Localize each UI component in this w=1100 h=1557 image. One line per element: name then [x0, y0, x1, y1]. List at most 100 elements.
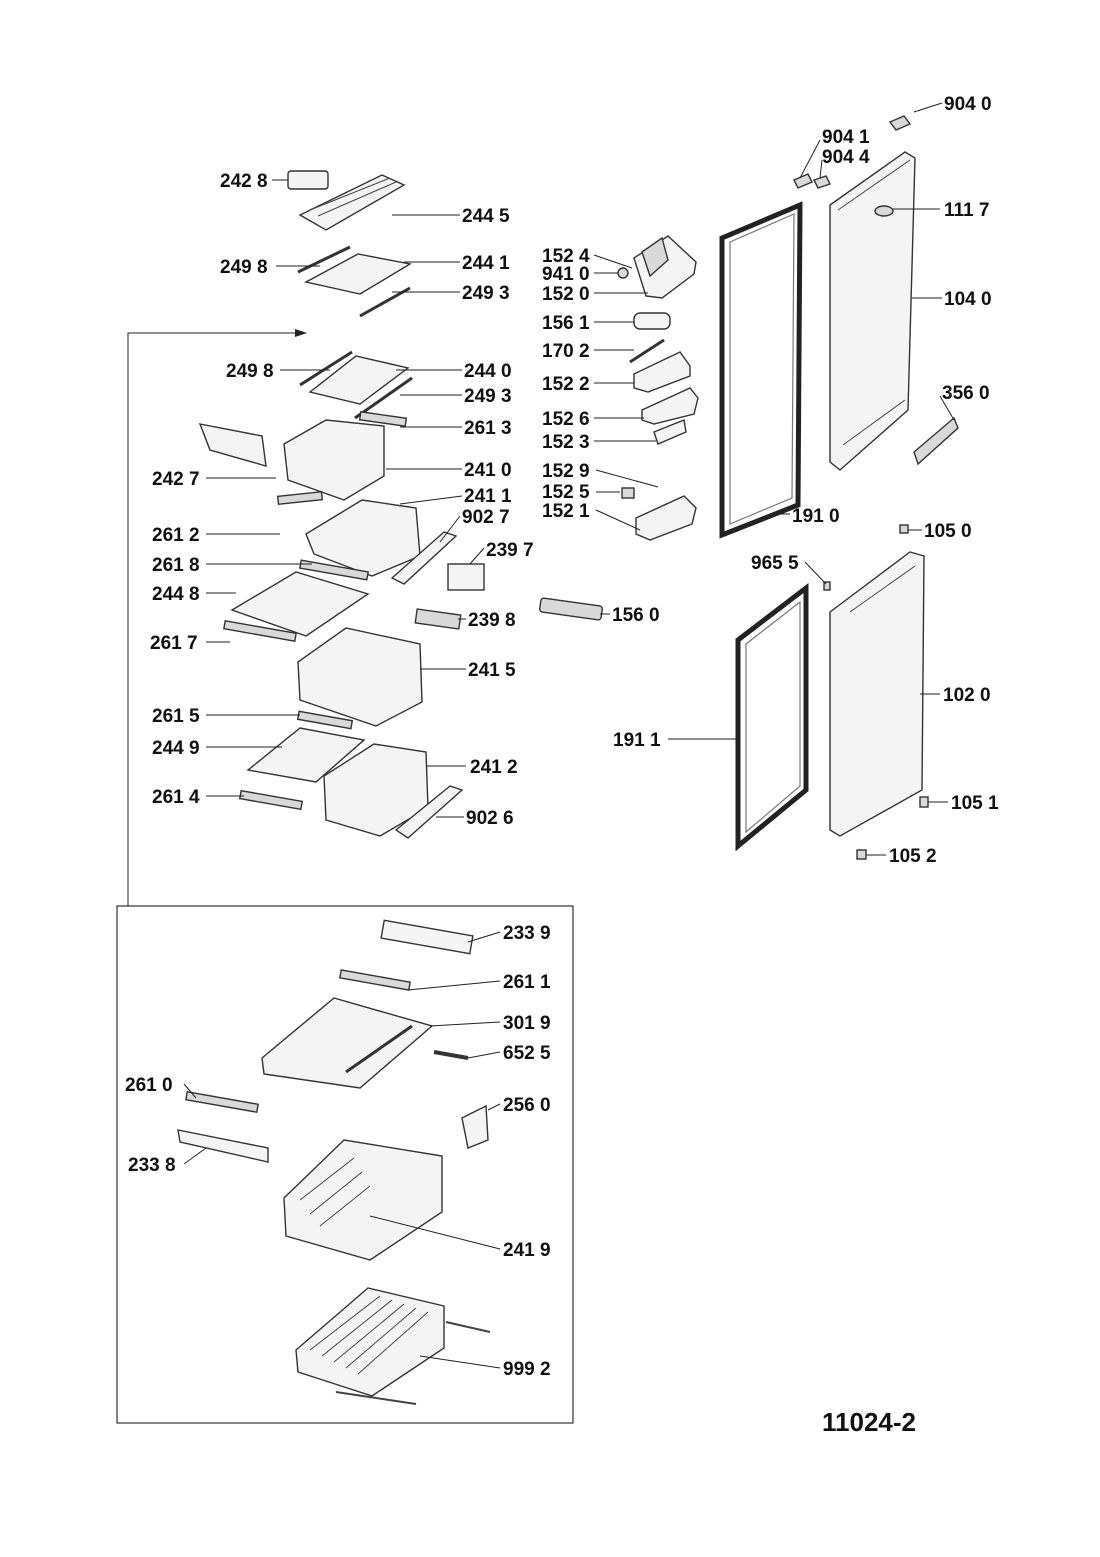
callout-239-7: 239 7 — [486, 540, 534, 561]
lower-door-group — [735, 524, 929, 860]
callout-191-0: 191 0 — [792, 506, 840, 527]
shelf-152-2 — [633, 351, 691, 393]
callout-241-5: 241 5 — [468, 660, 516, 681]
egg-tray-156-1 — [633, 312, 671, 330]
callout-233-8: 233 8 — [128, 1155, 176, 1176]
rail-233-8 — [177, 1129, 269, 1163]
callout-261-3: 261 3 — [464, 418, 512, 439]
callout-244-9: 244 9 — [152, 738, 200, 759]
hinge-904-4 — [813, 175, 831, 189]
hinge-904-0 — [888, 115, 912, 131]
shelf-152-3 — [653, 419, 687, 445]
callout-249-8-a: 249 8 — [220, 257, 268, 278]
leader-lines — [183, 102, 955, 1369]
rail-261-4 — [238, 789, 304, 811]
trim-strip-356-0 — [913, 416, 959, 466]
door-shelves-group — [539, 235, 699, 621]
glass-shelf-244-1 — [304, 253, 412, 295]
basket-999-2 — [295, 1287, 445, 1397]
rod-652-5 — [433, 1050, 469, 1060]
callout-242-7: 242 7 — [152, 469, 200, 490]
drawer-241-5 — [297, 627, 423, 727]
rail-261-0 — [185, 1090, 259, 1114]
callout-156-0: 156 0 — [612, 605, 660, 626]
callout-102-0: 102 0 — [943, 685, 991, 706]
shelf-244-9 — [246, 727, 366, 783]
hinge-904-1 — [793, 173, 813, 189]
rail-233-9 — [380, 919, 474, 955]
callout-152-2: 152 2 — [542, 374, 590, 395]
shelf-152-0 — [633, 235, 697, 299]
callout-152-1: 152 1 — [542, 501, 590, 522]
callout-170-2: 170 2 — [542, 341, 590, 362]
part-965-5 — [823, 581, 831, 591]
callout-156-1: 156 1 — [542, 313, 590, 334]
callout-104-0: 104 0 — [944, 289, 992, 310]
drawer-241-0 — [283, 419, 385, 501]
part-105-1 — [919, 796, 929, 808]
callout-261-1: 261 1 — [503, 972, 551, 993]
callout-902-7: 902 7 — [462, 507, 510, 528]
callout-105-2: 105 2 — [889, 846, 937, 867]
trim-902-6 — [394, 785, 464, 839]
glass-shelf-244-0 — [308, 355, 410, 405]
callout-999-2: 999 2 — [503, 1359, 551, 1380]
callout-904-0: 904 0 — [944, 94, 992, 115]
callout-904-1: 904 1 — [822, 127, 870, 148]
inset-connector-line — [127, 329, 307, 906]
upper-door-panel — [829, 151, 916, 471]
fridge-interior-group — [198, 170, 485, 839]
trim-902-7 — [390, 531, 458, 585]
callout-241-9: 241 9 — [503, 1240, 551, 1261]
rail-261-1 — [339, 969, 411, 991]
callout-152-0: 152 0 — [542, 284, 590, 305]
part-105-2 — [856, 849, 867, 860]
callout-152-6: 152 6 — [542, 409, 590, 430]
shelf-152-4 — [641, 236, 669, 278]
callout-904-4: 904 4 — [822, 147, 870, 168]
cover-301-9 — [261, 997, 434, 1089]
callout-256-0: 256 0 — [503, 1095, 551, 1116]
rail-261-3 — [358, 411, 408, 427]
rail-261-2 — [276, 490, 324, 506]
drawing-number: 11024-2 — [822, 1407, 916, 1437]
callout-261-8: 261 8 — [152, 555, 200, 576]
callout-301-9: 301 9 — [503, 1013, 551, 1034]
upper-door-gasket — [719, 201, 803, 539]
rod-170-2 — [629, 338, 665, 364]
shelf-152-1 — [635, 495, 697, 541]
part-256-0 — [461, 1104, 489, 1149]
callout-261-2: 261 2 — [152, 525, 200, 546]
tray-239-8 — [414, 608, 462, 630]
part-941-0 — [617, 267, 629, 279]
inset-parts-group — [177, 919, 491, 1405]
door-handle-recess — [874, 205, 894, 217]
callout-241-0: 241 0 — [464, 460, 512, 481]
callout-244-1: 244 1 — [462, 253, 510, 274]
lower-door-panel — [829, 551, 925, 837]
part-152-5 — [621, 487, 635, 499]
callout-244-0: 244 0 — [464, 361, 512, 382]
callout-941-0: 941 0 — [542, 264, 590, 285]
callout-965-5: 965 5 — [751, 553, 799, 574]
callout-261-0: 261 0 — [125, 1075, 173, 1096]
callout-239-8: 239 8 — [468, 610, 516, 631]
callout-152-9: 152 9 — [542, 461, 590, 482]
callout-652-5: 652 5 — [503, 1043, 551, 1064]
callout-249-8-b: 249 8 — [226, 361, 274, 382]
shelf-244-8 — [230, 571, 370, 637]
callout-261-4: 261 4 — [152, 787, 200, 808]
callout-249-3-a: 249 3 — [462, 283, 510, 304]
rail-261-7 — [223, 619, 297, 643]
callout-105-1: 105 1 — [951, 793, 999, 814]
callout-152-5: 152 5 — [542, 482, 590, 503]
callout-233-9: 233 9 — [503, 923, 551, 944]
inset-frame — [116, 905, 574, 1424]
ice-tray-156-0 — [539, 597, 603, 621]
callout-241-1: 241 1 — [464, 486, 512, 507]
callout-152-4: 152 4 — [542, 246, 590, 267]
drawer-241-9 — [283, 1139, 443, 1261]
upper-door-group — [719, 115, 959, 539]
callout-902-6: 902 6 — [466, 808, 514, 829]
